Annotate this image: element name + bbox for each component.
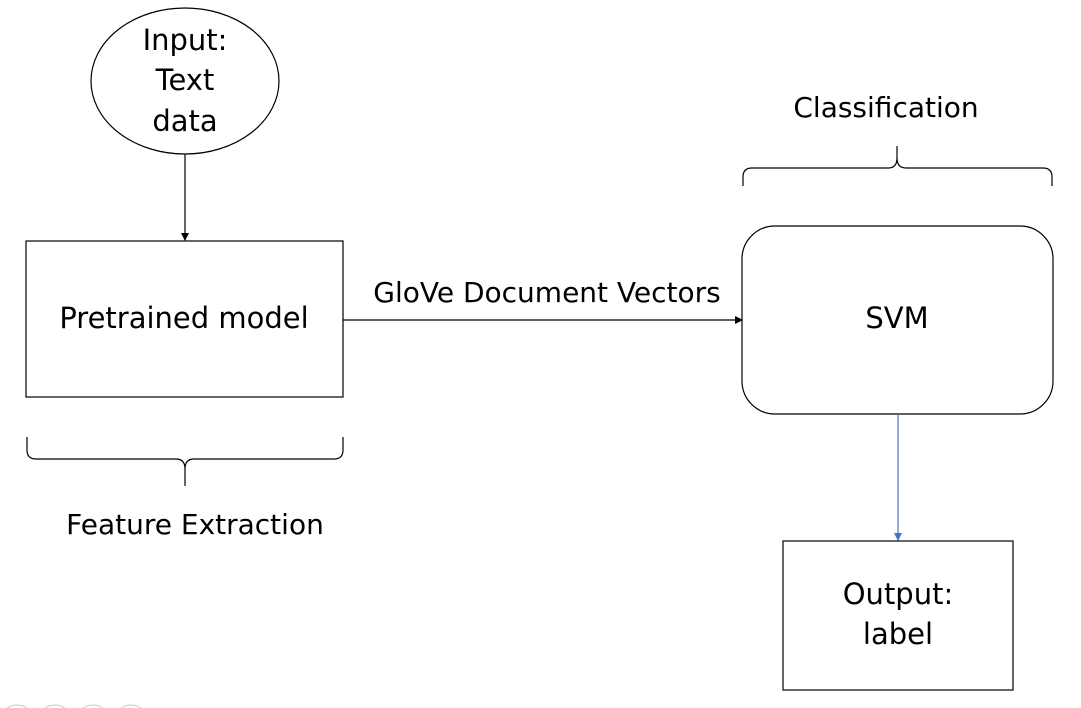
input-line-3: data — [152, 104, 217, 138]
svm-label: SVM — [865, 301, 928, 335]
output-line-2: label — [863, 617, 933, 651]
classification-label: Classification — [793, 91, 978, 124]
input-line-1: Input: — [143, 23, 228, 57]
output-line-1: Output: — [843, 577, 954, 611]
feature-extraction-brace — [26, 437, 344, 486]
input-line-2: Text — [155, 63, 215, 97]
svm-node: SVM — [741, 225, 1054, 415]
feature-extraction-label: Feature Extraction — [66, 508, 324, 541]
bottom-edge-circles — [6, 704, 142, 708]
input-node: Input: Text data — [90, 7, 280, 155]
pretrained-model-node: Pretrained model — [25, 240, 344, 398]
output-node: Output: label — [782, 540, 1014, 691]
pretrained-model-label: Pretrained model — [59, 301, 308, 335]
edge-label-glove: GloVe Document Vectors — [373, 276, 720, 309]
classification-brace — [742, 146, 1053, 186]
